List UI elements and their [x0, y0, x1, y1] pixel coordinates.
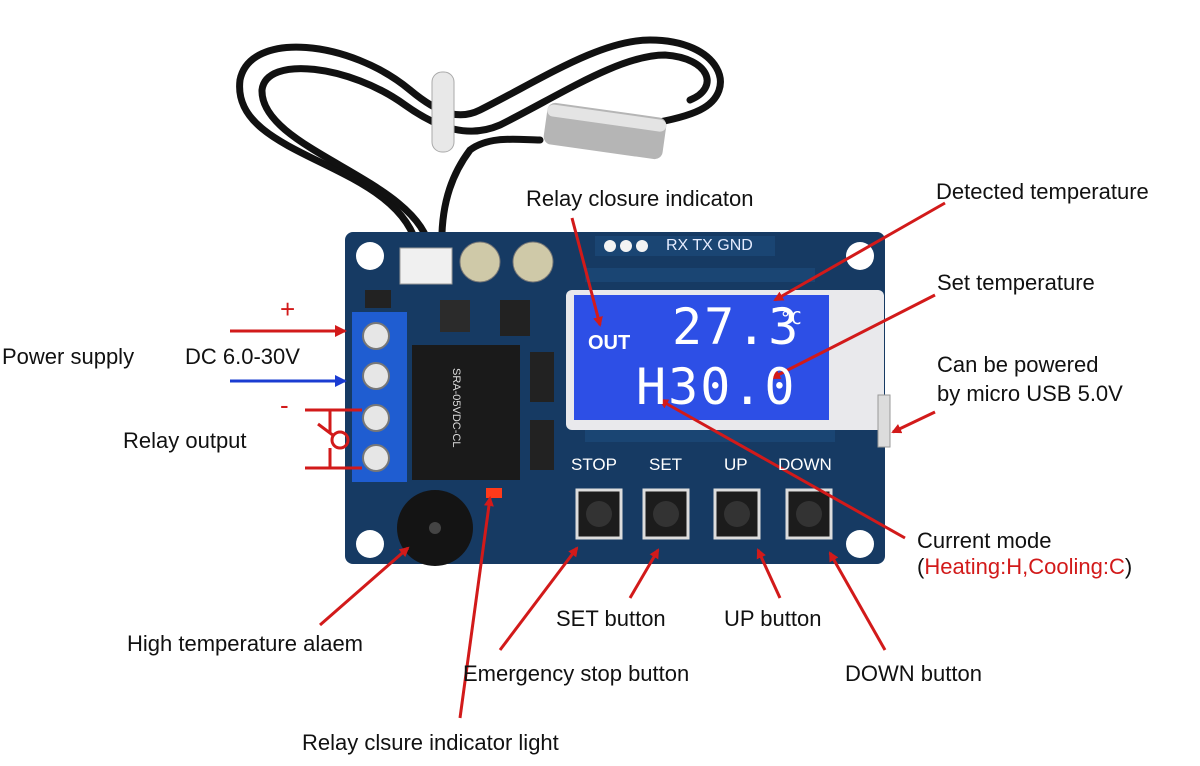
- label-relay-output: Relay output: [123, 428, 247, 453]
- lcd-pins-top: [585, 268, 815, 282]
- lcd-unit: °C: [780, 308, 802, 329]
- polarity-minus: -: [280, 390, 289, 420]
- chip: [440, 300, 470, 332]
- component: [530, 420, 554, 470]
- mount-hole: [846, 530, 874, 558]
- header-pin-labels: RX TX GND: [666, 237, 753, 254]
- temperature-probe: [543, 102, 667, 160]
- sensor-cable: [236, 36, 724, 254]
- buzzer-hole: [429, 522, 441, 534]
- component: [530, 352, 554, 402]
- label-set-temperature: Set temperature: [937, 270, 1095, 295]
- lcd-pins-bottom: [585, 430, 835, 442]
- label-dc-voltage: DC 6.0-30V: [185, 344, 300, 369]
- label-high-temp-alarm: High temperature alaem: [127, 631, 364, 656]
- label-mode-detail-line: (Heating:H,Cooling:C): [917, 554, 1132, 580]
- label-power-supply: Power supply: [2, 344, 135, 369]
- probe-connector: [399, 247, 453, 285]
- pin-header: [595, 236, 775, 256]
- label-relay-closure-indication: Relay closure indicaton: [526, 186, 754, 211]
- label-current-mode: Current mode: [917, 528, 1052, 553]
- label-set-button: SET button: [556, 606, 666, 631]
- relay-led: [486, 488, 502, 498]
- lcd-out-indicator: OUT: [588, 332, 631, 354]
- label-up-button: UP button: [724, 606, 822, 631]
- lcd-screen: [574, 295, 829, 420]
- terminal-screws: [362, 322, 390, 472]
- callout-lines: [319, 201, 946, 719]
- relay: [412, 345, 520, 480]
- mode-detail: Heating:H,Cooling:C: [924, 554, 1125, 579]
- button-label-set: SET: [649, 455, 683, 474]
- button-label-down: DOWN: [778, 455, 832, 474]
- button-label-up: UP: [724, 455, 748, 474]
- mount-hole: [356, 242, 384, 270]
- label-emergency-stop: Emergency stop button: [463, 661, 690, 686]
- capacitor: [512, 241, 554, 283]
- lcd-detected-temp: 27.3: [672, 298, 801, 356]
- label-detected-temperature: Detected temperature: [936, 179, 1149, 204]
- chip: [365, 290, 391, 308]
- label-relay-indicator-light: Relay clsure indicator light: [302, 730, 559, 755]
- chip: [500, 300, 530, 336]
- lcd-set-temp: H30.0: [636, 358, 797, 416]
- push-buttons: [575, 488, 833, 540]
- relay-output-symbol: [305, 408, 362, 470]
- cable-tie: [431, 71, 455, 153]
- label-usb-line1: Can be powered: [937, 352, 1099, 377]
- relay-marking: SRA-05VDC-CL: [450, 368, 462, 448]
- mode-paren-close: ): [1124, 554, 1133, 579]
- mode-paren-open: (: [917, 554, 925, 579]
- micro-usb-port: [877, 394, 891, 448]
- capacitor: [459, 241, 501, 283]
- mount-hole: [356, 530, 384, 558]
- button-label-stop: STOP: [571, 455, 617, 474]
- polarity-plus: +: [280, 294, 296, 324]
- label-usb-line2: by micro USB 5.0V: [937, 381, 1123, 406]
- label-down-button: DOWN button: [845, 661, 982, 686]
